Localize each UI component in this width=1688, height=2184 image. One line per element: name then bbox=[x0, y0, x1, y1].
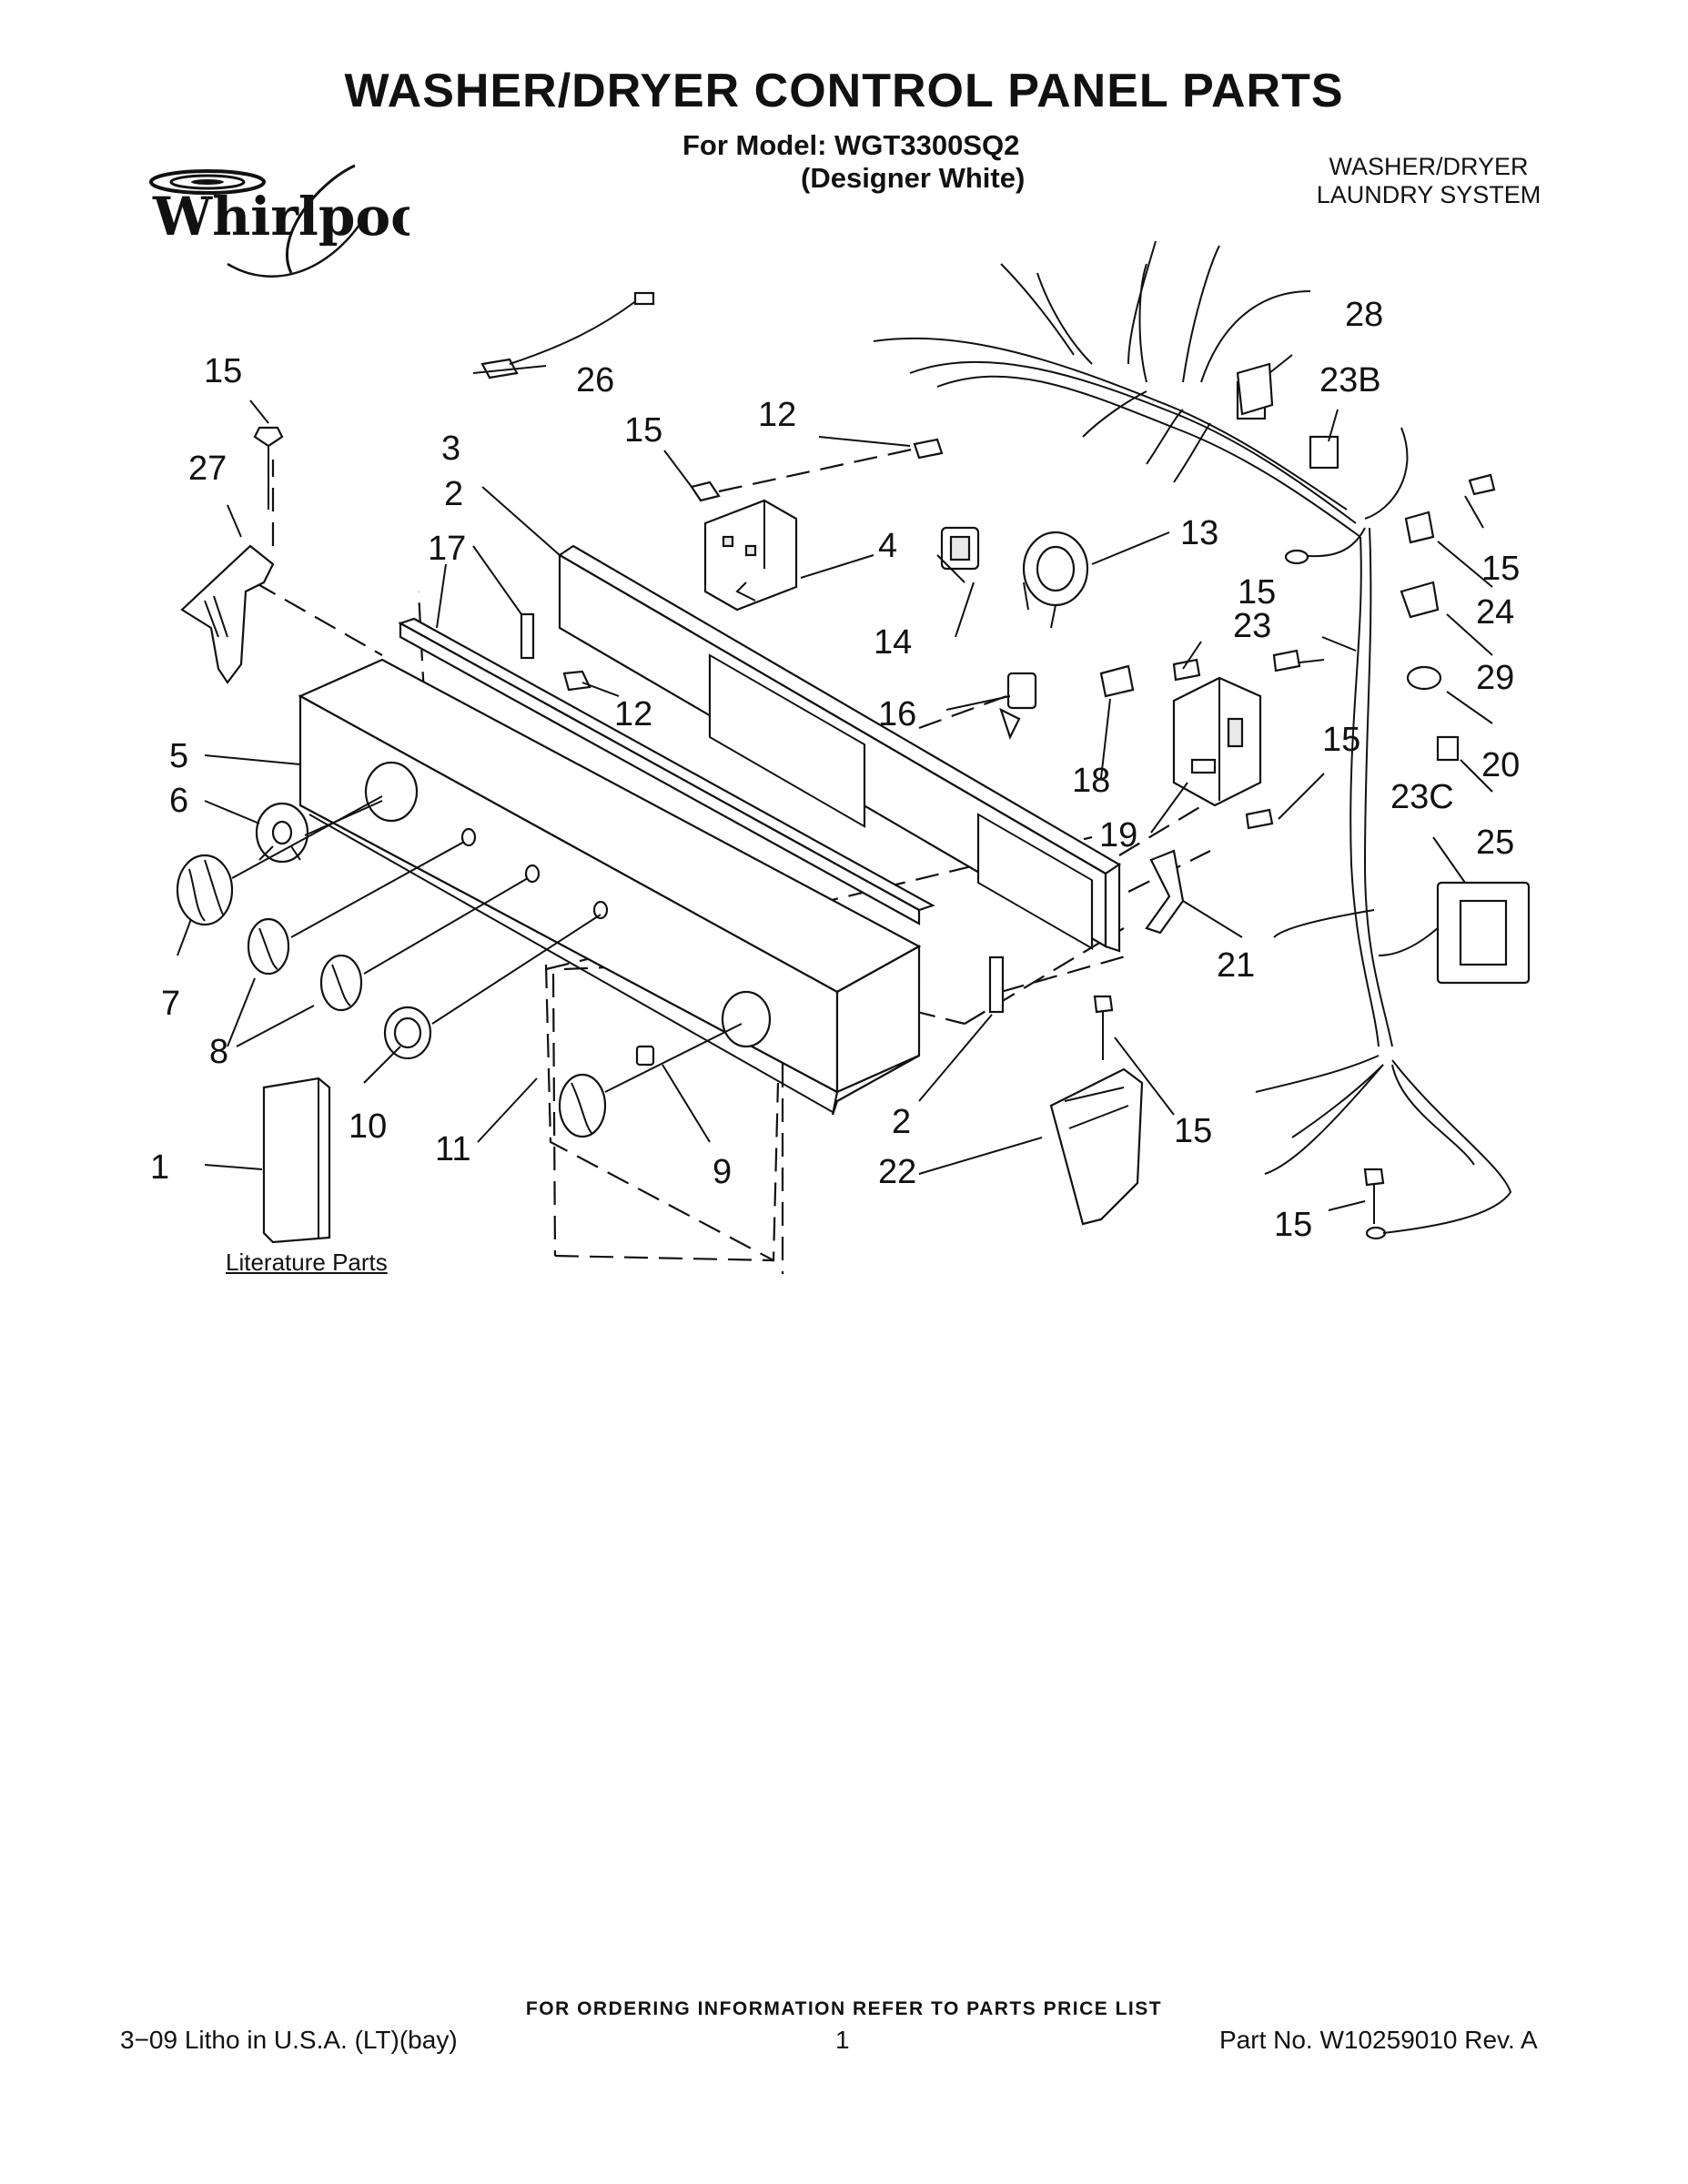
leader-lines bbox=[177, 354, 1493, 1211]
clip-part-29 bbox=[1400, 581, 1440, 619]
callout-11: 11 bbox=[435, 1130, 470, 1168]
screw-15-top-left bbox=[253, 426, 284, 510]
knob-part-7 bbox=[176, 854, 234, 926]
callout-9: 9 bbox=[713, 1153, 732, 1191]
screw-15-cap bbox=[1093, 995, 1114, 1060]
callout-23: 23 bbox=[1233, 607, 1271, 645]
insert-part-9 bbox=[635, 1045, 655, 1067]
clip-part-24 bbox=[1404, 511, 1435, 544]
callout-5: 5 bbox=[169, 737, 188, 775]
screw-12-top bbox=[913, 438, 944, 460]
callout-6: 6 bbox=[169, 782, 188, 820]
callout-18: 18 bbox=[1072, 762, 1110, 800]
callout-21: 21 bbox=[1217, 946, 1255, 985]
model-number: For Model: WGT3300SQ2 bbox=[682, 129, 1020, 161]
spacer-part-2-right bbox=[988, 956, 1005, 1014]
callout-23b: 23B bbox=[1319, 361, 1381, 399]
callout-15-ground: 15 bbox=[1274, 1206, 1312, 1244]
callout-28: 28 bbox=[1345, 296, 1383, 334]
spacer-part-2-left bbox=[520, 612, 535, 660]
callout-15-cap: 15 bbox=[1174, 1112, 1212, 1150]
model-variant: (Designer White) bbox=[801, 162, 1026, 194]
knob-part-11 bbox=[558, 1073, 607, 1138]
callout-4: 4 bbox=[878, 527, 897, 565]
knob-hub-part-6 bbox=[255, 802, 309, 864]
clip-part-21 bbox=[1145, 849, 1185, 935]
callout-2-lower: 2 bbox=[892, 1103, 911, 1141]
switch-part-16 bbox=[999, 672, 1037, 740]
logo-wordmark: Whirlpool bbox=[152, 186, 409, 248]
relay-part-28 bbox=[1236, 362, 1274, 416]
clip-part-18 bbox=[1099, 664, 1135, 698]
callout-15-top-left: 15 bbox=[204, 352, 242, 390]
module-part-19 bbox=[1172, 676, 1262, 807]
callout-1: 1 bbox=[150, 1148, 169, 1187]
callout-19: 19 bbox=[1099, 816, 1137, 854]
sensor-part-26 bbox=[480, 291, 655, 379]
callout-2-upper: 2 bbox=[444, 475, 463, 513]
callout-20: 20 bbox=[1481, 746, 1520, 784]
callout-25: 25 bbox=[1476, 824, 1514, 862]
knob-assembly-box bbox=[544, 964, 780, 1262]
callout-15-top-mid: 15 bbox=[624, 411, 662, 450]
screw-15-mid3 bbox=[1245, 808, 1274, 830]
callout-22: 22 bbox=[878, 1153, 916, 1191]
knob-part-8-lower bbox=[319, 954, 363, 1012]
system-label: WASHER/DRYER LAUNDRY SYSTEM bbox=[1310, 153, 1547, 209]
clip-part-20 bbox=[1406, 665, 1442, 691]
callout-29: 29 bbox=[1476, 659, 1514, 697]
callout-numbers: 1 2 2 3 4 5 6 7 8 9 10 11 12 12 13 14 15… bbox=[150, 296, 1520, 1244]
screw-12-mid bbox=[562, 670, 591, 692]
callout-8: 8 bbox=[209, 1033, 228, 1071]
literature-part-1 bbox=[262, 1077, 331, 1244]
callout-14: 14 bbox=[874, 623, 912, 662]
system-label-line1: WASHER/DRYER bbox=[1329, 153, 1529, 180]
back-panel-part-3 bbox=[557, 544, 1122, 953]
callout-7: 7 bbox=[161, 985, 180, 1023]
knob-part-10 bbox=[383, 1006, 432, 1060]
callout-12-mid: 12 bbox=[614, 695, 652, 733]
page-number: 1 bbox=[835, 2026, 850, 2054]
callout-16: 16 bbox=[878, 695, 916, 733]
console-panel-part-5 bbox=[298, 658, 922, 1116]
callout-12-top: 12 bbox=[758, 396, 796, 434]
timer-part-13 bbox=[1022, 531, 1089, 629]
clip-part-25 bbox=[1436, 735, 1460, 762]
literature-parts-label: Literature Parts bbox=[226, 1249, 388, 1276]
part-number: Part No. W10259010 Rev. A bbox=[1219, 2026, 1538, 2054]
rail-part-17 bbox=[398, 617, 935, 925]
callout-15-mid: 15 bbox=[1238, 573, 1276, 612]
screw-15-right1 bbox=[1468, 473, 1496, 496]
ordering-note: FOR ORDERING INFORMATION REFER TO PARTS … bbox=[525, 1998, 1163, 2019]
end-bracket-part-27 bbox=[180, 544, 275, 684]
callout-17: 17 bbox=[428, 530, 466, 568]
screw-15-ground bbox=[1363, 1168, 1387, 1240]
knob-part-8-upper bbox=[247, 917, 290, 976]
callout-15-right-top: 15 bbox=[1481, 550, 1520, 588]
knob-alignment-lines bbox=[231, 795, 743, 1093]
callout-23c: 23C bbox=[1390, 778, 1454, 816]
callout-27: 27 bbox=[188, 450, 227, 488]
callout-3: 3 bbox=[441, 430, 460, 468]
whirlpool-logo: Whirlpool bbox=[149, 164, 409, 278]
wire-harness-part-23 bbox=[873, 240, 1531, 1234]
page-title: WASHER/DRYER CONTROL PANEL PARTS bbox=[344, 65, 1344, 117]
system-label-line2: LAUNDRY SYSTEM bbox=[1316, 181, 1541, 208]
screw-15-mid2 bbox=[1272, 649, 1301, 672]
callout-24: 24 bbox=[1476, 593, 1514, 632]
litho-info: 3−09 Litho in U.S.A. (LT)(bay) bbox=[120, 2026, 458, 2054]
callout-15-right-mid: 15 bbox=[1322, 721, 1360, 759]
callout-10: 10 bbox=[349, 1107, 387, 1146]
callout-26: 26 bbox=[576, 361, 614, 399]
end-cap-part-22 bbox=[1049, 1067, 1144, 1226]
switch-part-14 bbox=[936, 526, 980, 583]
callout-13: 13 bbox=[1180, 514, 1218, 552]
screw-15-near-3 bbox=[690, 480, 721, 502]
control-board-part-4 bbox=[703, 499, 798, 612]
